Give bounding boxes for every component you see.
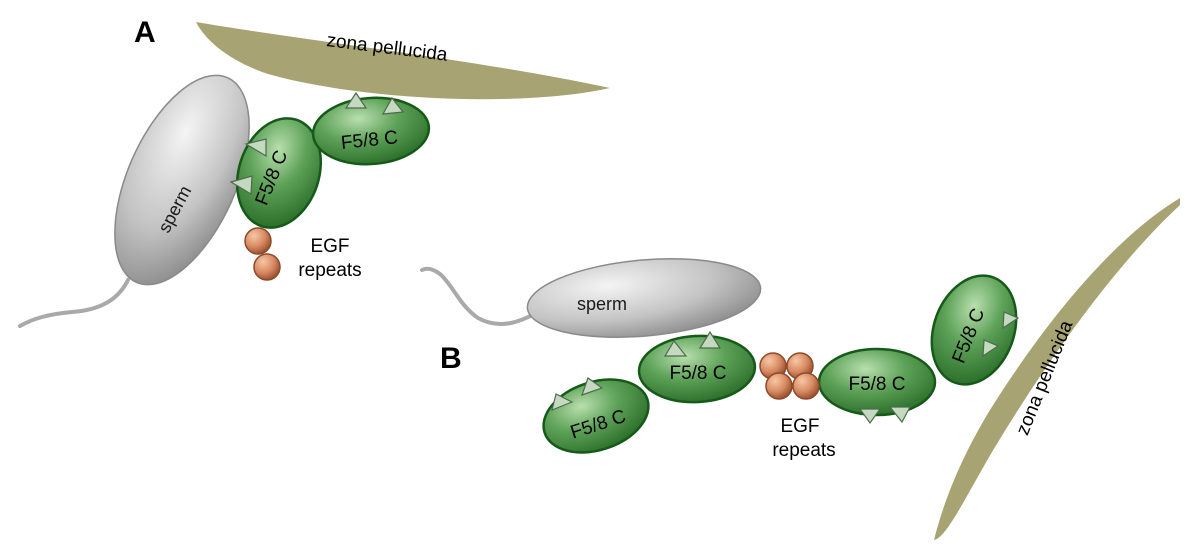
panel-a: A zona pellucida sperm F5/8 C F5/8 C EGF… — [18, 16, 610, 328]
egf-label-b1: EGF — [780, 416, 819, 437]
zona-pellucida-b — [934, 198, 1180, 540]
binding-site-a4 — [229, 175, 253, 196]
binding-site-b5 — [858, 408, 882, 425]
binding-site-b2 — [581, 377, 604, 396]
panel-a-label: A — [134, 16, 156, 49]
binding-site-a2 — [381, 96, 405, 115]
egf-label-a1: EGF — [310, 236, 349, 257]
egf-bead-b4 — [792, 372, 820, 400]
f58c-label-b3: F5/8 C — [848, 374, 905, 395]
panel-b-label: B — [440, 342, 462, 375]
binding-site-a1 — [344, 91, 368, 109]
binding-site-b7 — [1002, 311, 1020, 330]
binding-site-b3 — [663, 339, 688, 357]
f58c-domain-b4 — [930, 274, 1018, 386]
binding-site-b1 — [551, 393, 574, 411]
sperm-tail-b — [420, 266, 540, 326]
binding-site-a3 — [244, 138, 267, 158]
sperm-label-b: sperm — [577, 294, 627, 314]
panel-b: B zona pellucida sperm F5/8 C F5/8 C F5/… — [420, 198, 1180, 540]
sperm-head-a — [114, 74, 250, 286]
f58c-domain-a2 — [311, 96, 431, 166]
egf-bead-a1 — [244, 227, 272, 255]
binding-site-b4 — [698, 330, 722, 349]
f58c-label-b2: F5/8 C — [669, 363, 726, 384]
zona-pellucida-a — [196, 22, 610, 100]
binding-site-b8 — [982, 339, 1000, 358]
binding-site-b6 — [888, 406, 911, 424]
egf-label-b2: repeats — [772, 440, 835, 461]
egf-bead-b3 — [765, 372, 793, 400]
egf-bead-a2 — [253, 253, 281, 281]
egf-label-a2: repeats — [298, 260, 361, 281]
sperm-tail-a — [18, 278, 130, 328]
sperm-head-b — [526, 258, 762, 338]
